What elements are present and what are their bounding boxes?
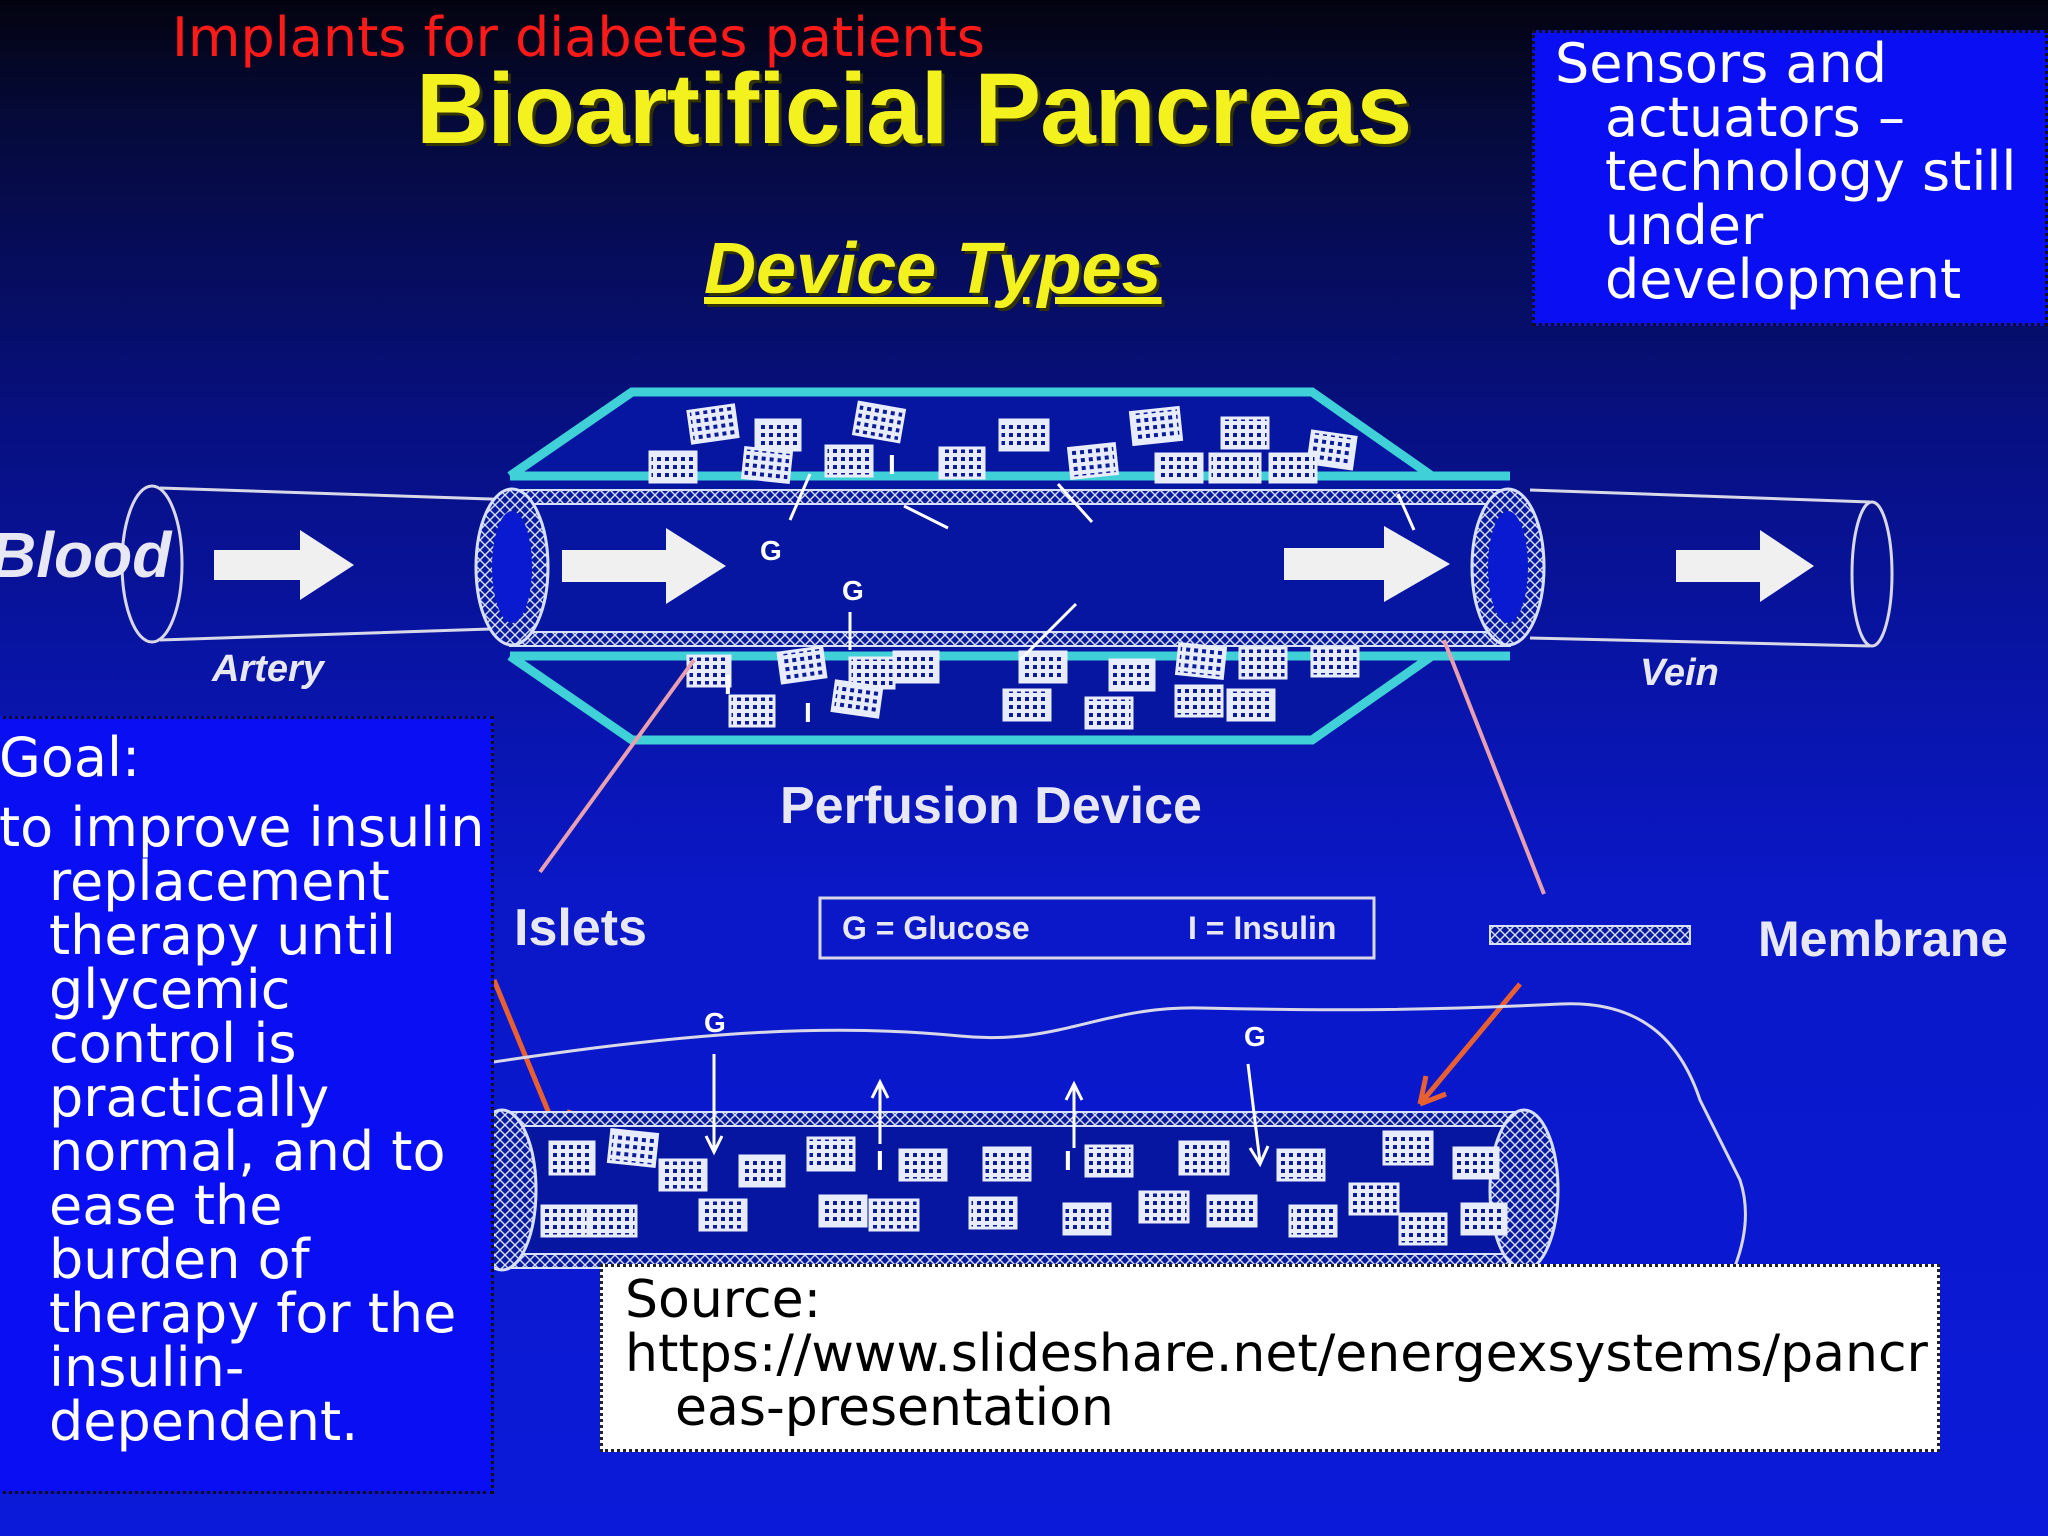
vein-label: Vein	[1640, 652, 1719, 694]
artery-tube	[120, 484, 521, 644]
insulin-mark: I	[888, 449, 896, 480]
diffusion-arrows	[788, 473, 1416, 662]
membrane-label: Membrane	[1758, 911, 2009, 967]
sensors-note-box: Sensors and actuators – technology still…	[1532, 30, 2048, 326]
artery-label: Artery	[212, 648, 324, 690]
goal-heading: Goal:	[0, 726, 141, 789]
islets-label: Islets	[514, 899, 647, 957]
top-note: Implants for diabetes patients	[172, 6, 985, 69]
glucose-mark: G	[842, 575, 864, 606]
legend-insulin: I = Insulin	[1188, 910, 1337, 946]
insulin-mark: I	[804, 697, 812, 728]
insulin-mark: I	[876, 1145, 884, 1176]
source-label: Source:	[625, 1270, 822, 1330]
page-subtitle: Device Types	[704, 229, 1162, 309]
legend-box	[818, 896, 1376, 960]
insulin-mark: I	[724, 669, 732, 700]
diffusion-arrows-bottom	[704, 1054, 1270, 1168]
page-title: Bioartificial Pancreas	[416, 53, 1412, 165]
sensors-note-text: Sensors and actuators – technology still…	[1555, 32, 2017, 311]
source-url[interactable]: https://www.slideshare.net/energexsystem…	[625, 1324, 1928, 1438]
glucose-insulin-marks-upper: G G I I I	[724, 449, 896, 728]
goal-box: Goal: to improve insulin replacement the…	[0, 716, 494, 1494]
source-box: Source: https://www.slideshare.net/energ…	[600, 1264, 1940, 1452]
islet-clusters-bottom	[540, 1128, 1508, 1246]
legend-glucose: G = Glucose	[842, 910, 1030, 946]
blood-flow-arrows	[214, 526, 1814, 604]
glucose-mark: G	[1244, 1021, 1266, 1052]
goal-text: to improve insulin replacement therapy u…	[0, 796, 485, 1453]
glucose-insulin-marks-lower: G G I I	[704, 1007, 1266, 1176]
insulin-mark: I	[1064, 1145, 1072, 1176]
perfusion-device-label: Perfusion Device	[780, 777, 1202, 835]
glucose-mark: G	[704, 1007, 726, 1038]
blood-label: Blood	[0, 519, 172, 591]
glucose-mark: G	[760, 535, 782, 566]
membrane-swatch	[1489, 925, 1691, 945]
islet-clusters-upper	[648, 400, 1358, 484]
label-pointers	[491, 639, 1546, 1141]
vein-tube	[1529, 488, 1894, 648]
islet-clusters-lower	[686, 642, 1360, 730]
